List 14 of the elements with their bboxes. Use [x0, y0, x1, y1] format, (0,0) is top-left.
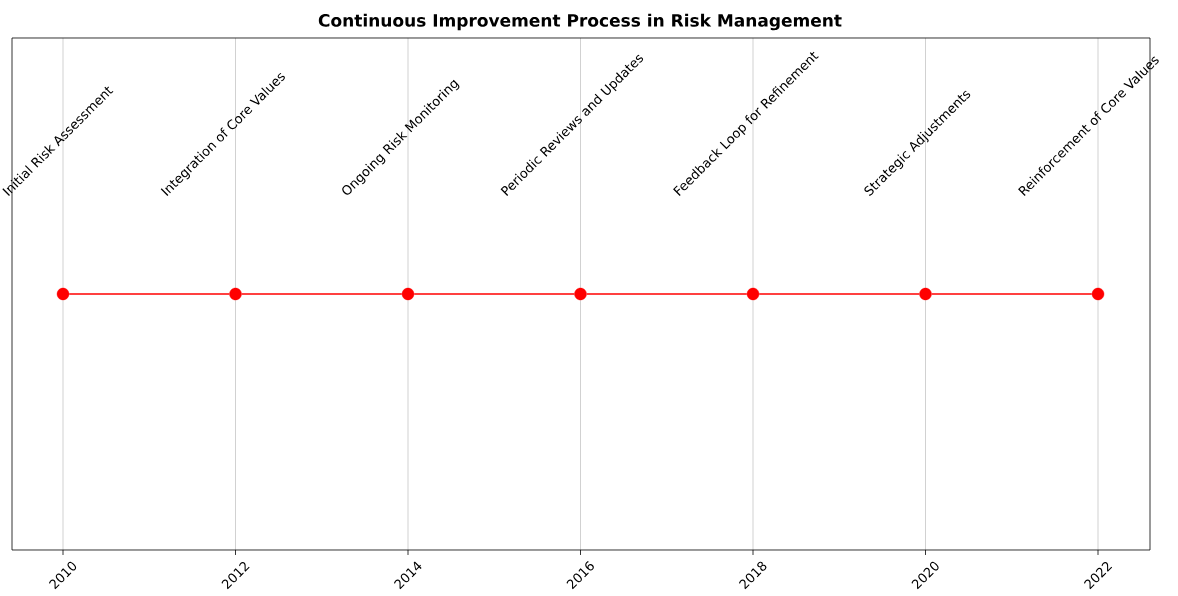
timeline-marker [1091, 287, 1105, 301]
timeline-segment [931, 293, 1093, 295]
timeline-marker [746, 287, 760, 301]
timeline-segment [758, 293, 920, 295]
timeline-marker [919, 287, 932, 301]
timeline-marker [56, 287, 70, 301]
timeline-segment [413, 293, 575, 295]
timeline-marker [229, 287, 242, 301]
timeline-segment [586, 293, 748, 295]
timeline-marker [574, 287, 587, 301]
timeline-segment [241, 293, 403, 295]
chart-title: Continuous Improvement Process in Risk Management [318, 13, 842, 31]
timeline-marker [401, 287, 415, 301]
timeline-segment [68, 293, 230, 295]
